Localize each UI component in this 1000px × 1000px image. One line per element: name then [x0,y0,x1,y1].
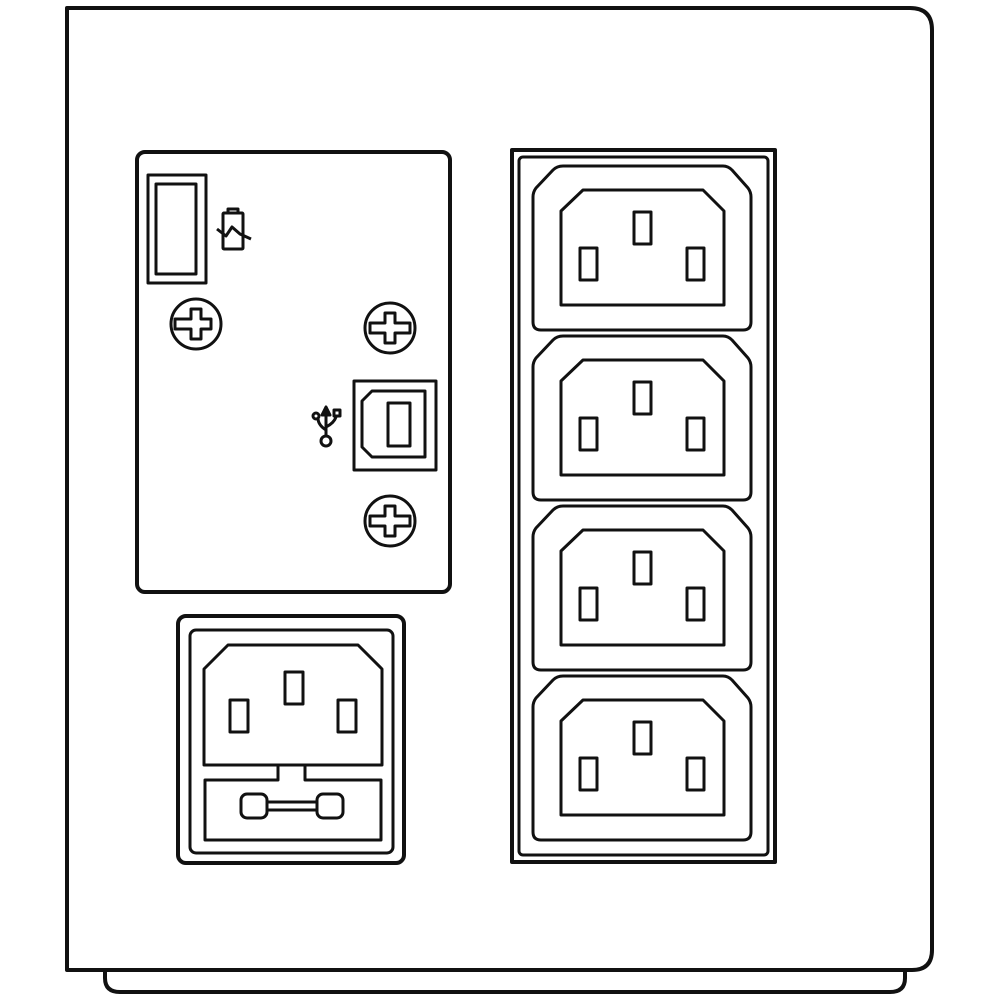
outlet-2[interactable] [531,334,753,502]
battery-port[interactable] [146,173,208,285]
outlet-4[interactable] [531,674,753,842]
outlet-3[interactable] [531,504,753,672]
case-outline [65,6,934,972]
fuse-icon [239,792,345,820]
battery-charging-icon [216,207,252,251]
usb-b-port[interactable] [352,379,438,472]
output-outlet-strip [510,148,777,864]
outlet-1[interactable] [531,164,753,332]
fuse-compartment[interactable] [203,765,383,842]
communication-panel [135,150,452,594]
power-input-socket[interactable] [176,614,406,865]
usb-icon [311,405,342,448]
phillips-screw-icon [363,494,417,548]
phillips-screw-icon [363,301,417,355]
case-base [103,968,907,994]
phillips-screw-icon [169,297,223,351]
